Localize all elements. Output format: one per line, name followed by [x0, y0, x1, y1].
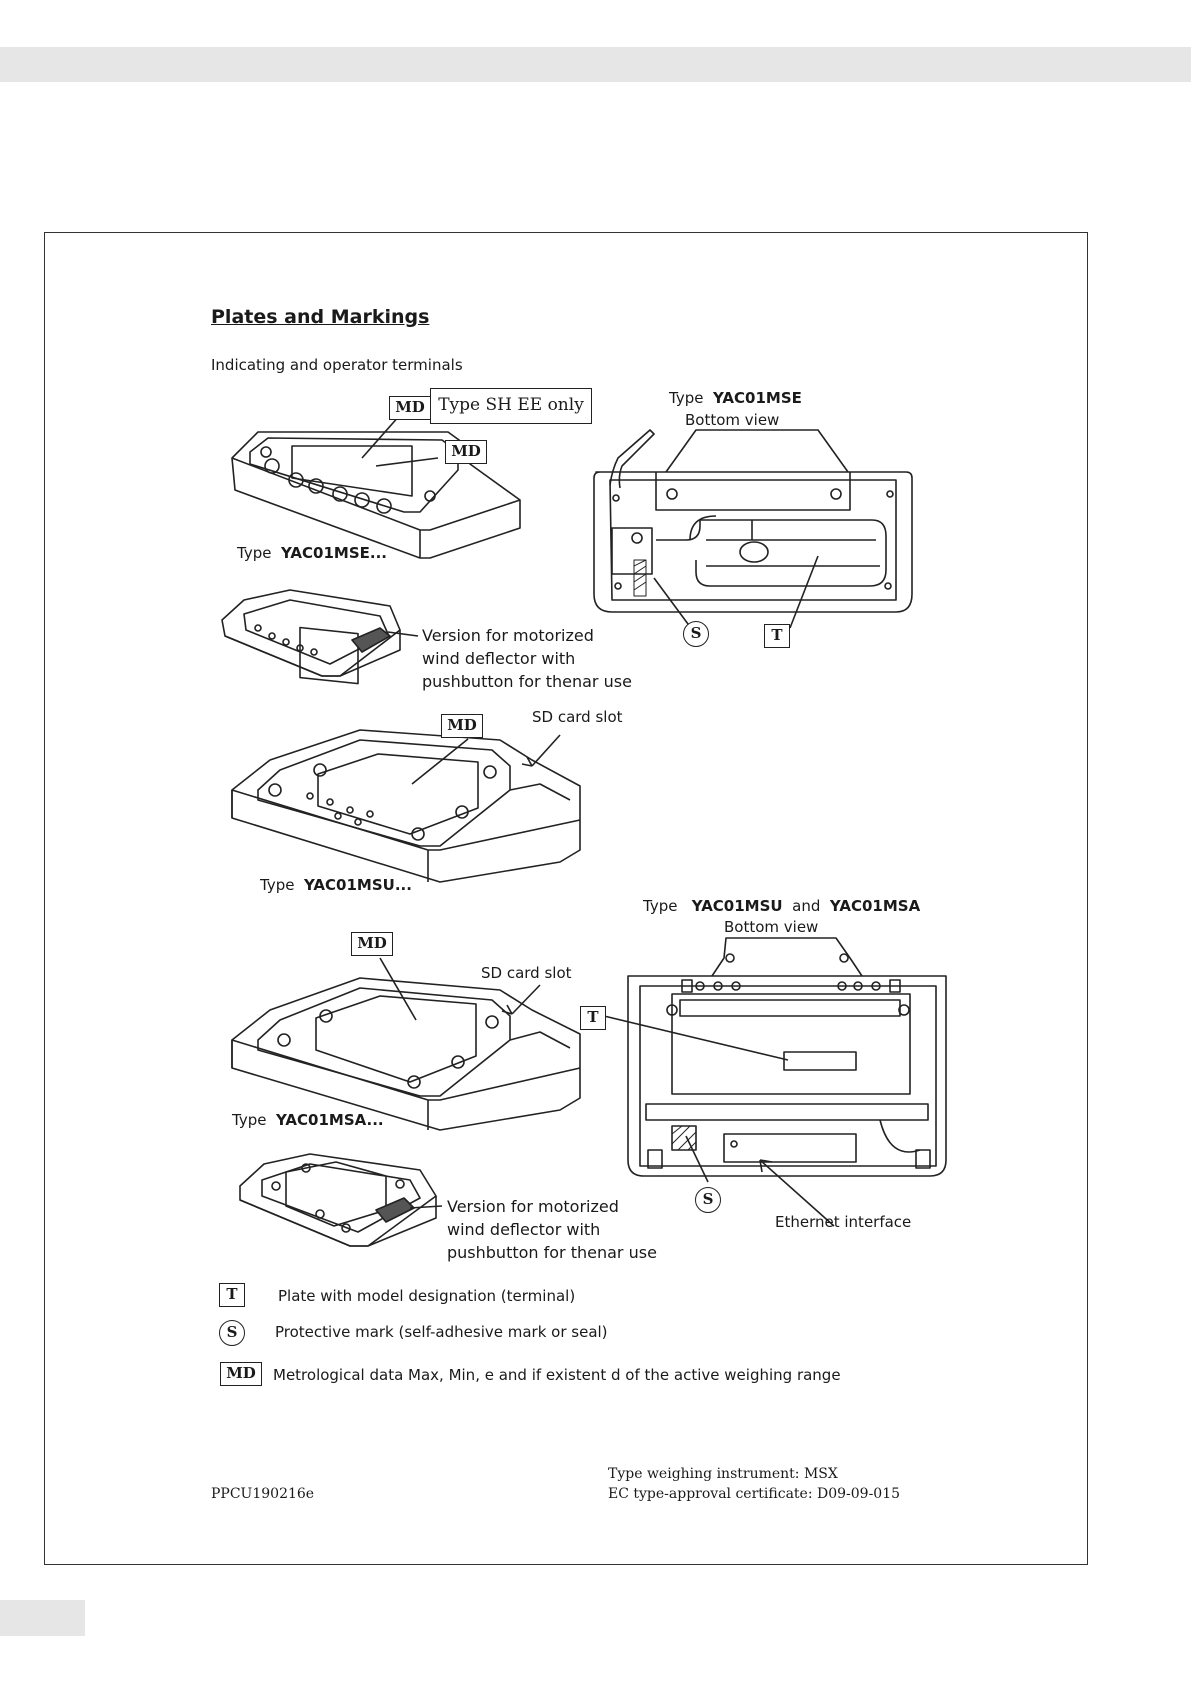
terminal-yac01msu-drawing	[231, 729, 581, 883]
page-subtitle: Indicating and operator terminals	[211, 356, 463, 374]
legend-md-text: Metrological data Max, Min, e and if exi…	[273, 1366, 841, 1384]
bottom-view-msu-msa-type: Type YAC01MSU and YAC01MSA	[643, 897, 921, 915]
motorized-version-caption-2: Version for motorized wind deflector wit…	[447, 1197, 657, 1262]
motorized-terminal-1-drawing	[221, 589, 419, 685]
page-title: Plates and Markings	[211, 306, 430, 328]
bottom-view-msu-msa-caption: Bottom view	[724, 918, 819, 936]
md-marker-1: MD	[389, 396, 431, 420]
header-band	[0, 47, 1191, 82]
t-marker-1: T	[764, 624, 790, 648]
certificate-number: EC type-approval certificate: D09-09-015	[608, 1486, 901, 1502]
s-marker-2: S	[695, 1187, 721, 1213]
terminal-yac01msa-drawing	[231, 957, 581, 1131]
legend-t-symbol: T	[219, 1283, 245, 1307]
legend-s-text: Protective mark (self-adhesive mark or s…	[275, 1323, 608, 1341]
certificate-frame	[44, 232, 1088, 1565]
md-marker-2: MD	[445, 440, 487, 464]
sd-card-slot-label-1: SD card slot	[532, 708, 623, 726]
type-yac01msu-label: Type YAC01MSU...	[260, 876, 412, 894]
terminal-yac01mse-drawing	[231, 414, 521, 559]
instrument-type: Type weighing instrument: MSX	[608, 1466, 838, 1482]
bottom-view-yac01mse-drawing	[593, 429, 913, 629]
legend-s-symbol: S	[219, 1320, 245, 1346]
ethernet-interface-label: Ethernet interface	[775, 1213, 912, 1231]
sd-card-slot-label-2: SD card slot	[481, 964, 572, 982]
type-yac01msa-label: Type YAC01MSA...	[232, 1111, 384, 1129]
bottom-view-mse-caption: Bottom view	[685, 411, 780, 429]
motorized-version-caption-1: Version for motorized wind deflector wit…	[422, 626, 632, 691]
motorized-terminal-2-drawing	[239, 1153, 443, 1247]
page-number-tab	[0, 1600, 85, 1636]
document-code: PPCU190216e	[211, 1486, 315, 1502]
t-marker-2: T	[580, 1006, 606, 1030]
legend-t-text: Plate with model designation (terminal)	[278, 1287, 576, 1305]
legend-md-symbol: MD	[220, 1362, 262, 1386]
type-sh-ee-only-label: Type SH EE only	[430, 388, 592, 424]
bottom-view-yac01msu-drawing	[603, 937, 947, 1227]
type-yac01mse-label: Type YAC01MSE...	[237, 544, 387, 562]
md-marker-4: MD	[351, 932, 393, 956]
s-marker-1: S	[683, 621, 709, 647]
bottom-view-mse-type: Type YAC01MSE	[669, 389, 802, 407]
md-marker-3: MD	[441, 714, 483, 738]
